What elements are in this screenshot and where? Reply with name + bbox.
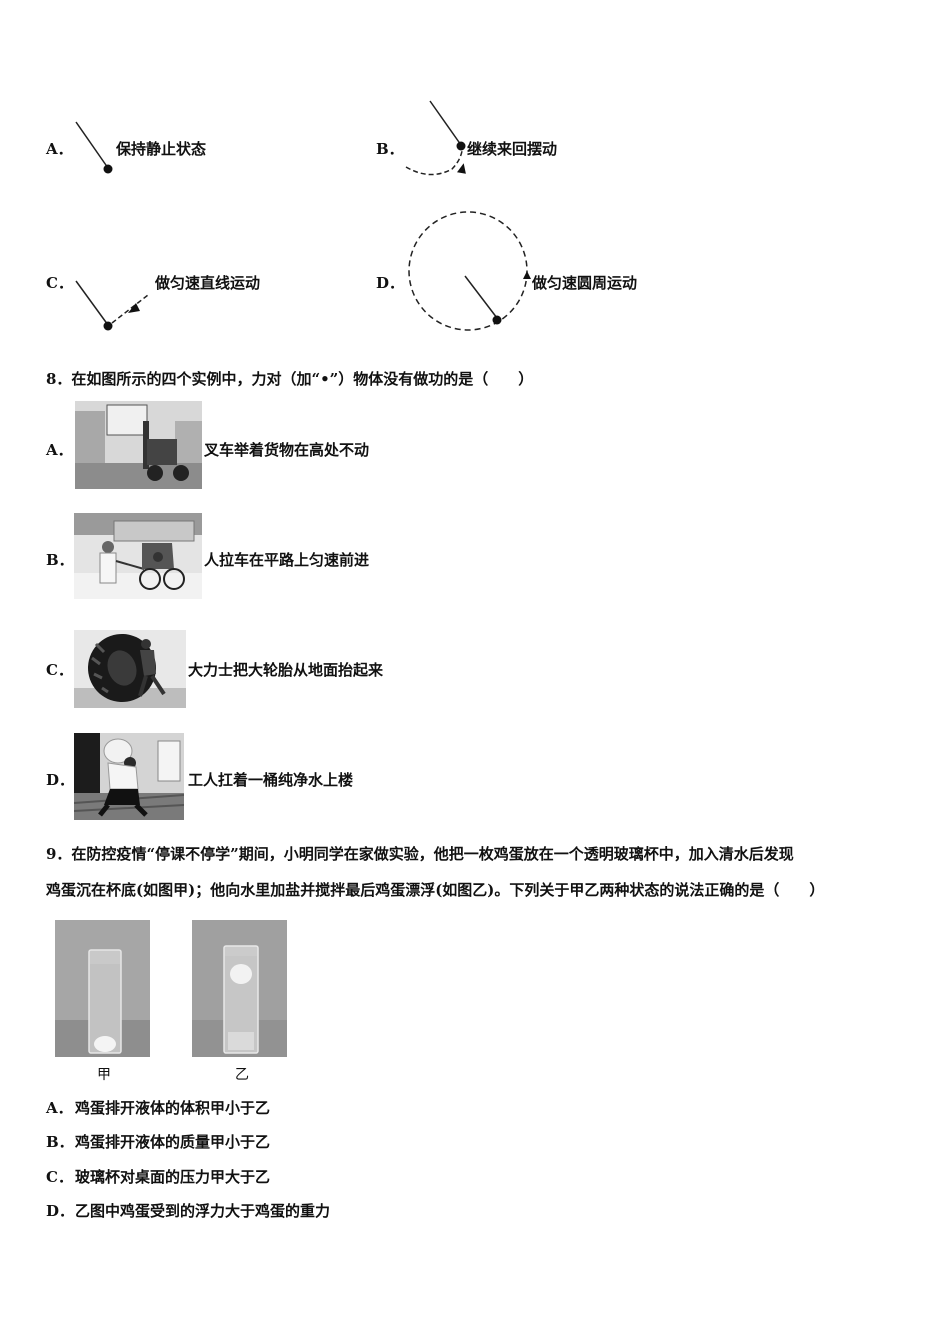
option-letter: B． [376, 140, 404, 158]
q8-stem: 8．在如图所示的四个实例中，力对（加“•”）物体没有做功的是（ ） [46, 370, 534, 388]
option-letter: D． [376, 274, 405, 292]
option-text: 继续来回摆动 [467, 140, 558, 158]
option-letter: A． [46, 140, 73, 158]
option-letter: A． [46, 1099, 73, 1117]
option-text: 大力士把大轮胎从地面抬起来 [188, 661, 384, 679]
option-text: 做匀速直线运动 [155, 274, 261, 292]
rickshaw-photo [74, 513, 202, 599]
option-letter: B． [46, 1133, 74, 1151]
figure-caption-yi: 乙 [235, 1067, 249, 1083]
pendulum-circular-diagram [408, 211, 531, 331]
option-text: 保持静止状态 [116, 140, 207, 158]
option-letter: A． [46, 441, 73, 459]
q9-stem-line-2: 鸡蛋沉在杯底(如图甲)；他向水里加盐并搅拌最后鸡蛋漂浮(如图乙)。下列关于甲乙两… [46, 881, 825, 899]
option-letter: C． [46, 661, 73, 679]
option-text: 叉车举着货物在高处不动 [204, 441, 370, 459]
forklift-photo [75, 401, 202, 489]
glass-egg-float-photo [192, 920, 287, 1057]
worker-water-photo [74, 733, 184, 820]
option-letter: D． [46, 771, 75, 789]
glass-egg-sunk-photo [55, 920, 150, 1057]
option-letter: C． [46, 274, 73, 292]
tire-lift-photo [74, 630, 186, 708]
option-text: 玻璃杯对桌面的压力甲大于乙 [75, 1168, 271, 1186]
pendulum-static-diagram [75, 121, 113, 174]
pendulum-swing-diagram [405, 100, 466, 176]
option-letter: D． [46, 1202, 75, 1220]
option-letter: B． [46, 551, 74, 569]
q9-stem-line-1: 9．在防控疫情“停课不停学”期间，小明同学在家做实验，他把一枚鸡蛋放在一个透明玻… [46, 845, 794, 863]
option-text: 鸡蛋排开液体的质量甲小于乙 [75, 1133, 271, 1151]
option-letter: C． [46, 1168, 73, 1186]
option-text: 做匀速圆周运动 [532, 274, 638, 292]
option-text: 人拉车在平路上匀速前进 [204, 551, 370, 569]
pendulum-straight-line-diagram [75, 280, 149, 331]
figure-caption-jia: 甲 [97, 1067, 111, 1083]
option-text: 乙图中鸡蛋受到的浮力大于鸡蛋的重力 [75, 1202, 331, 1220]
option-text: 鸡蛋排开液体的体积甲小于乙 [75, 1099, 271, 1117]
option-text: 工人扛着一桶纯净水上楼 [188, 771, 354, 789]
